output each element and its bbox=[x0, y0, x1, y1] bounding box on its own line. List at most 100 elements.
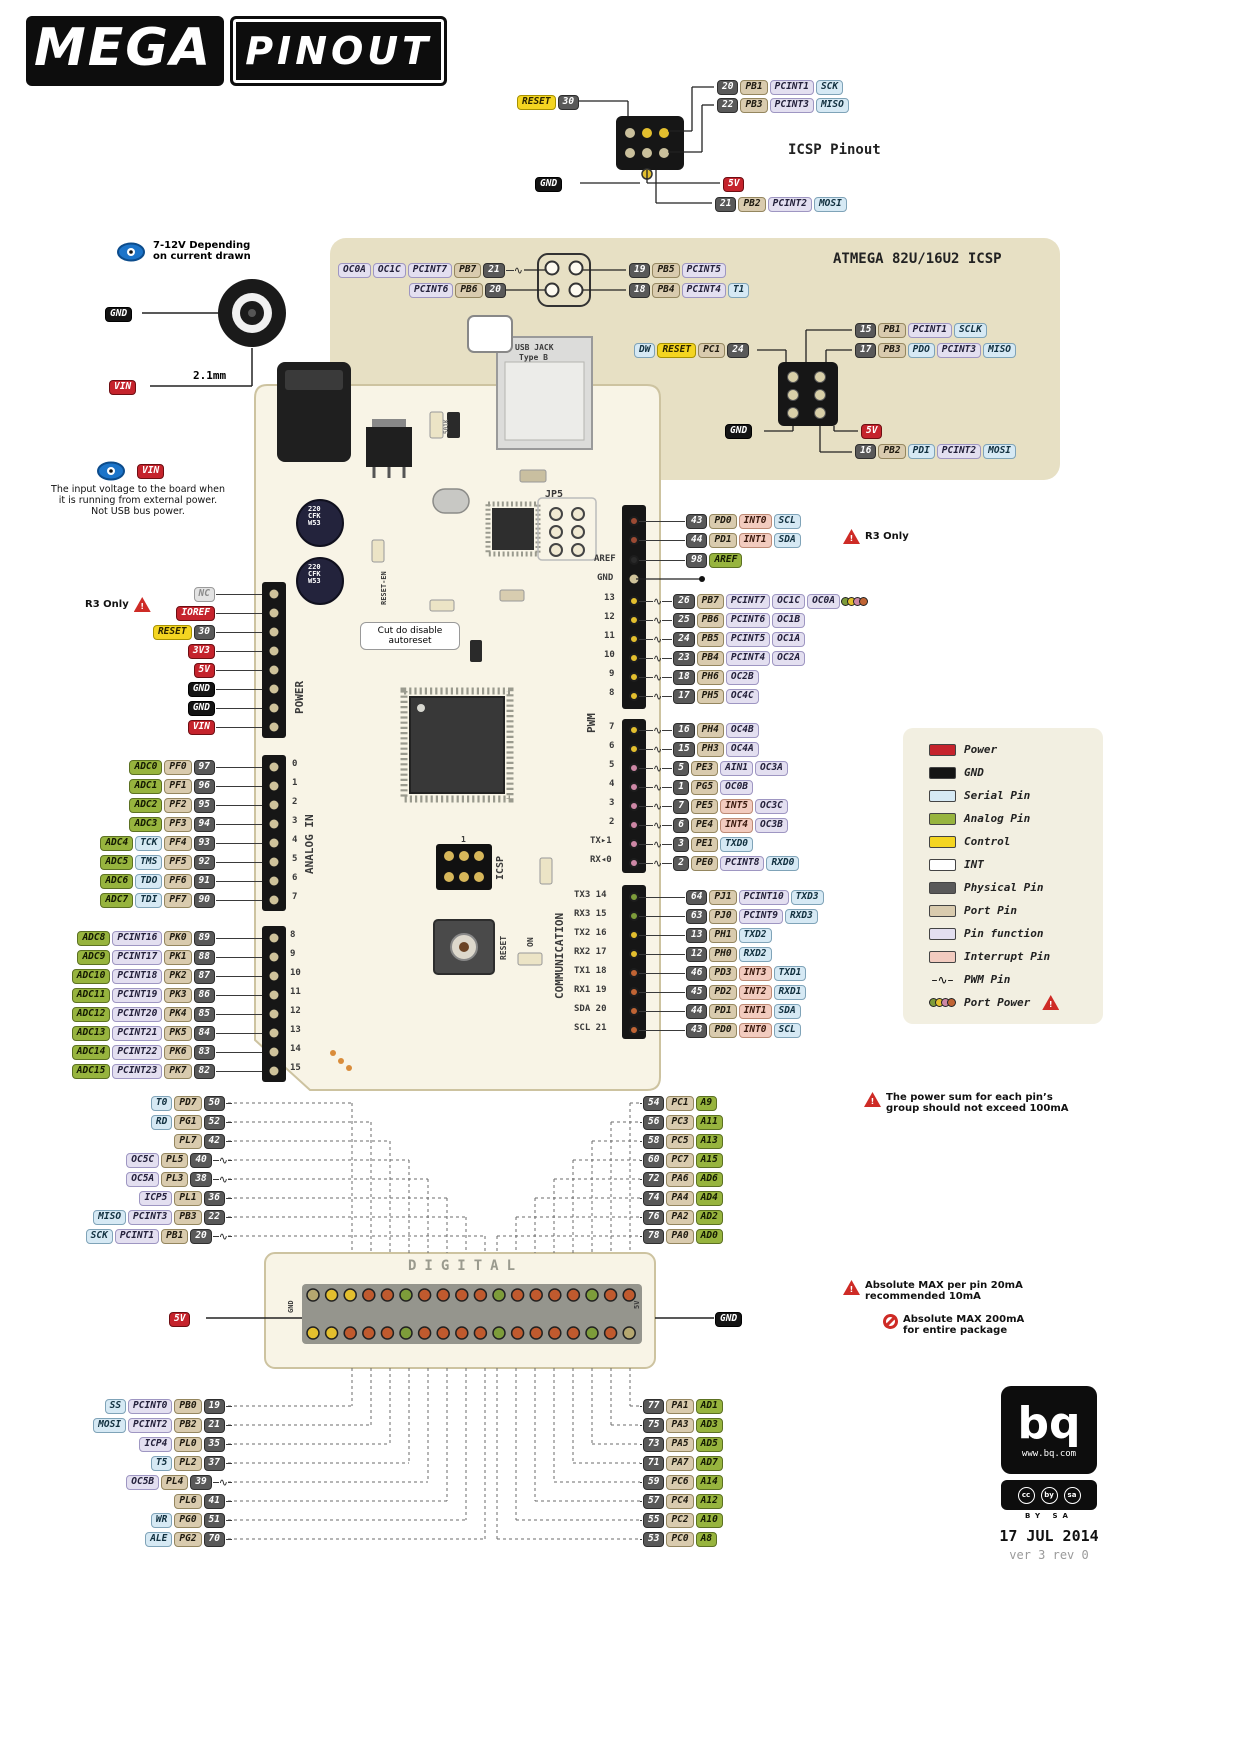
atmega-title: ATMEGA 82U/16U2 ICSP bbox=[833, 251, 1002, 267]
pwm-squiggle-icon: ∿ bbox=[218, 1153, 228, 1167]
pin-chip-58: 58 bbox=[643, 1133, 665, 1149]
pin-chip-oc1a: OC1A bbox=[772, 631, 806, 647]
vin-annotation-chip: VIN bbox=[108, 379, 137, 395]
pin-chip-oc5c: OC5C bbox=[126, 1152, 160, 1168]
pin-chip-pa4: PA4 bbox=[666, 1190, 694, 1206]
board-label: 220 CFK W53 bbox=[308, 563, 321, 585]
board-label: RX1 19 bbox=[574, 985, 607, 995]
pin-chip-adc2: ADC2 bbox=[129, 797, 163, 813]
leader-line bbox=[212, 1159, 219, 1161]
cc-license-label: BY SA bbox=[1025, 1512, 1073, 1520]
board-label: 14 bbox=[290, 1044, 301, 1054]
pin-chip-adc6: ADC6 bbox=[100, 873, 134, 889]
pin-chip-82: 82 bbox=[193, 1063, 215, 1079]
pin-chip-25: 25 bbox=[673, 612, 695, 628]
pin-dot bbox=[629, 839, 639, 849]
pin-chip-85: 85 bbox=[193, 1006, 215, 1022]
pin-chip-26: 26 bbox=[673, 593, 695, 609]
strip-gnd-chip: GND bbox=[714, 1311, 743, 1327]
board-label: Type B bbox=[519, 353, 548, 362]
leader-line bbox=[640, 1538, 642, 1540]
pin-chip-2: 2 bbox=[673, 855, 689, 871]
pin-chip-16: 16 bbox=[673, 722, 695, 738]
port-power-dot bbox=[947, 998, 956, 1007]
pin-dot bbox=[629, 653, 639, 663]
leader-line bbox=[216, 861, 262, 863]
pin-chip-95: 95 bbox=[193, 797, 215, 813]
leader-line bbox=[640, 1216, 642, 1218]
leader-line bbox=[212, 1481, 219, 1483]
pin-chip-pb3: PB3 bbox=[878, 342, 906, 358]
communication-header bbox=[622, 885, 646, 1039]
pin-chip-adc0: ADC0 bbox=[129, 759, 163, 775]
icsp-header bbox=[436, 844, 492, 890]
pin-chip-pcint8: PCINT8 bbox=[720, 855, 765, 871]
board-label: 1 bbox=[461, 835, 466, 844]
legend-item: INT bbox=[929, 853, 1103, 876]
r3-only-label: R3 Only bbox=[85, 599, 129, 610]
pin-chip-vin: VIN bbox=[187, 719, 215, 735]
pin-chip-15: 15 bbox=[673, 741, 695, 757]
pin-chip-pd1: PD1 bbox=[709, 532, 737, 548]
pin-chip-ph0: PH0 bbox=[709, 946, 737, 962]
board-label: 220 CFK W53 bbox=[308, 505, 321, 527]
pin-dot bbox=[629, 691, 639, 701]
legend-item: GND bbox=[929, 761, 1103, 784]
pin-dot bbox=[629, 725, 639, 735]
pin-chip-sclk: SCLK bbox=[953, 322, 987, 338]
legend-swatch bbox=[929, 766, 956, 779]
leader-line bbox=[662, 729, 673, 731]
board-label: 8 bbox=[609, 688, 615, 698]
leader-line bbox=[226, 1102, 232, 1104]
leader-line bbox=[639, 991, 685, 993]
legend-swatch bbox=[929, 881, 956, 894]
pin-chip-vin: VIN bbox=[137, 463, 165, 479]
pin-chip-rxd1: RXD1 bbox=[773, 984, 807, 1000]
pin-chip-pcint18: PCINT18 bbox=[112, 968, 163, 984]
poster-date: 17 JUL 2014 bbox=[999, 1527, 1099, 1545]
pin-chip-ph4: PH4 bbox=[696, 722, 724, 738]
r3-only-note: ! R3 Only bbox=[843, 529, 909, 544]
pin-chip-5: 5 bbox=[673, 760, 689, 776]
atmega16u2-chip bbox=[492, 508, 534, 550]
pin-row: VIN bbox=[40, 719, 262, 735]
pin-chip-pk0: PK0 bbox=[164, 930, 192, 946]
icsp-row: GND bbox=[534, 176, 563, 192]
pin-chip-60: 60 bbox=[643, 1152, 665, 1168]
legend-label: Analog Pin bbox=[964, 812, 1031, 825]
pin-chip-int5: INT5 bbox=[720, 798, 754, 814]
pin-chip-tms: TMS bbox=[135, 854, 163, 870]
board-label: 0 bbox=[292, 759, 298, 769]
pin-chip-int1: INT1 bbox=[738, 532, 772, 548]
pin-chip-ad2: AD2 bbox=[695, 1209, 723, 1225]
legend-item: Analog Pin bbox=[929, 807, 1103, 830]
pin-chip-19: 19 bbox=[629, 262, 651, 278]
pin-chip-adc11: ADC11 bbox=[71, 987, 111, 1003]
board-label: PWM bbox=[585, 713, 598, 733]
pin-chip-88: 88 bbox=[193, 949, 215, 965]
board-label: RX2 17 bbox=[574, 947, 607, 957]
board-label: TX1 18 bbox=[574, 966, 607, 976]
pin-chip-73: 73 bbox=[643, 1436, 665, 1452]
pin-chip-pcint16: PCINT16 bbox=[112, 930, 163, 946]
pin-chip-adc7: ADC7 bbox=[100, 892, 134, 908]
pin-chip-pa0: PA0 bbox=[666, 1228, 694, 1244]
board-label: 2 bbox=[292, 797, 298, 807]
pin-chip-pb2: PB2 bbox=[878, 443, 906, 459]
leader-line bbox=[226, 1197, 232, 1199]
logo: MEGA PINOUT bbox=[26, 16, 448, 86]
legend-label: Serial Pin bbox=[964, 789, 1031, 802]
pin-chip-pb4: PB4 bbox=[696, 650, 724, 666]
